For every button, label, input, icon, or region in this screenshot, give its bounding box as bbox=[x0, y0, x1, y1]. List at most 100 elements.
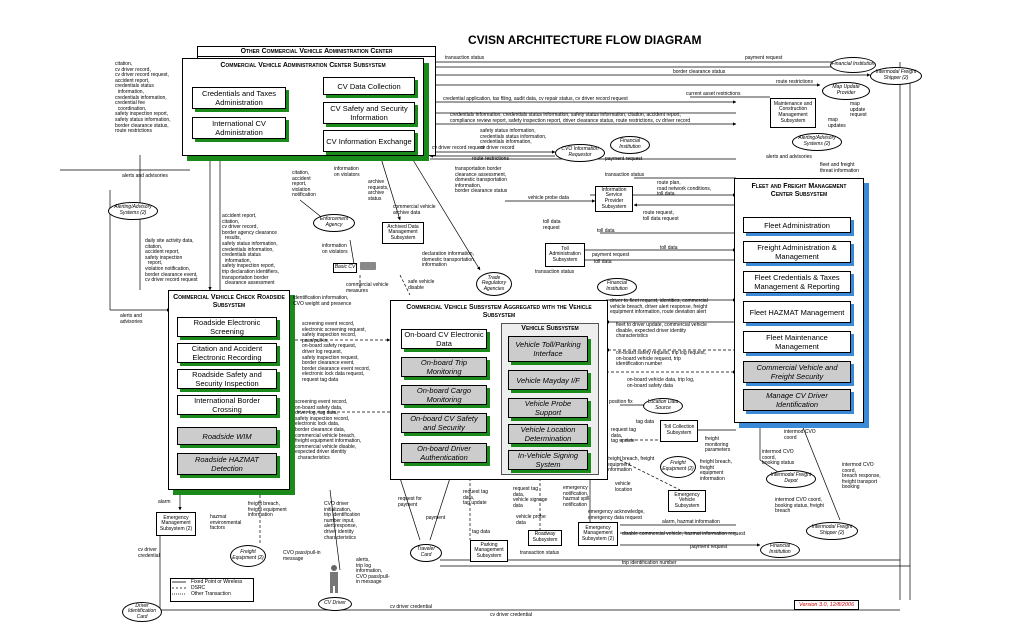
freight-equipment-right: Freight Equipment (2) bbox=[660, 456, 696, 478]
vehicle-subsystem: Vehicle Subsystem Vehicle Toll/Parking I… bbox=[501, 323, 599, 475]
cvac-subsystem: Commercial Vehicle Administration Center… bbox=[182, 58, 424, 156]
lbl-freight-breach: freight breach, freight equipment inform… bbox=[607, 456, 655, 474]
lbl-alarm-hazmat: alarm, hazmat information bbox=[662, 519, 720, 525]
lbl-vehicle-probe-data: vehicle probe data bbox=[528, 195, 569, 201]
border-crossing-box: International Border Crossing bbox=[177, 395, 277, 415]
lbl-route-restrictions: route restrictions bbox=[776, 79, 813, 85]
lbl-safety-status: safety status information, credentials s… bbox=[480, 128, 547, 151]
isp-term: Information Service Provider Subsystem bbox=[595, 186, 633, 212]
onboard-trip-box: On-board Trip Monitoring bbox=[401, 357, 487, 377]
lbl-toll-data2: toll data bbox=[660, 245, 678, 251]
roadside-screening-box: Roadside Electronic Screening bbox=[177, 317, 277, 337]
lbl-vehicle-location: vehicle location bbox=[615, 481, 633, 493]
cvac-title: Commercial Vehicle Administration Center… bbox=[220, 62, 386, 69]
cv-driver-ellipse: CV Driver bbox=[318, 597, 352, 611]
lbl-toll-data3: toll data bbox=[594, 259, 612, 265]
lbl-cv-driver-record-req: cv driver record request bbox=[432, 145, 485, 151]
lbl-payment-request: payment request bbox=[745, 55, 783, 61]
lbl-toll-data: toll data bbox=[597, 228, 615, 234]
vehicle-mayday-box: Vehicle Mayday I/F bbox=[508, 370, 588, 390]
lbl-payment-request2: payment request bbox=[605, 156, 643, 162]
lbl-intermod-cvo: intermod CVO coord bbox=[784, 429, 816, 441]
onboard-electronic-data-box: On-board CV Electronic Data bbox=[401, 329, 487, 349]
lbl-intermod-cvo3: intermod CVO coord, breach response, fre… bbox=[842, 462, 881, 491]
freight-equipment-left: Freight Equipment (2) bbox=[230, 545, 266, 567]
lbl-cv-measures: commercial vehicle measures bbox=[346, 282, 389, 294]
onboard-safety-box: On-board CV Safety and Security bbox=[401, 413, 487, 433]
lbl-transaction-status: transaction status bbox=[445, 55, 485, 61]
lbl-safe-disable: safe vehicle disable bbox=[408, 279, 435, 291]
lbl-alerts-left: alerts and advisories bbox=[122, 173, 168, 179]
lbl-request-payment: request for payment bbox=[398, 496, 422, 508]
parking-mgmt-term: Parking Management Subsystem bbox=[470, 540, 508, 562]
lbl-cred-info: credentials information, credentials sta… bbox=[450, 112, 691, 124]
lbl-alerts-left2: alerts and advisories bbox=[120, 313, 143, 325]
lbl-alerts-trip: alerts, trip log information, CVO pass/p… bbox=[356, 557, 390, 586]
manage-cv-driver-id-box: Manage CV Driver Identification bbox=[743, 389, 851, 411]
lbl-info-violators: information on violators bbox=[334, 166, 360, 178]
lbl-alarm: alarm bbox=[158, 499, 171, 505]
lbl-driver-to-fleet: driver to fleet request, identities, com… bbox=[610, 298, 708, 316]
lbl-cred-app: credential application, tax filing, audi… bbox=[443, 96, 628, 102]
lbl-tag-data: tag data bbox=[636, 419, 655, 425]
fleet-hazmat-box: Fleet HAZMAT Management bbox=[743, 301, 851, 323]
lbl-request-tag: request tag data, tag update bbox=[611, 427, 637, 445]
map-update-provider: Map Update Provider bbox=[822, 82, 870, 100]
lbl-cv-driver-cred2: cv driver credential bbox=[390, 604, 432, 610]
fleet-title: Fleet and Freight Management Center Subs… bbox=[751, 183, 847, 198]
intermodal-depot: Intermodal Freight Depot bbox=[766, 470, 816, 488]
lbl-payment: payment bbox=[426, 515, 446, 521]
vehicle-toll-box: Vehicle Toll/Parking Interface bbox=[508, 336, 588, 362]
cvs-title: Commercial Vehicle Subsystem Aggregated … bbox=[406, 304, 592, 319]
credentials-taxes-box: Credentials and Taxes Administration bbox=[192, 87, 286, 109]
lbl-transaction-status3: transaction status bbox=[535, 269, 575, 275]
toll-admin-term: Toll Administration Subsystem bbox=[545, 243, 585, 267]
vehicle-title: Vehicle Subsystem bbox=[521, 325, 579, 332]
cv-freight-security-box: Commercial Vehicle and Freight Security bbox=[743, 361, 851, 383]
cv-info-exchange-box: CV Information Exchange bbox=[323, 130, 415, 152]
lbl-toll-data-req: toll data request bbox=[543, 219, 561, 231]
lbl-route-plan: route plan, road network conditions, tol… bbox=[657, 180, 712, 198]
lbl-freight-breach2: freight breach, freight equipment inform… bbox=[700, 459, 732, 482]
roadside-wim-box: Roadside WIM bbox=[177, 427, 277, 445]
lbl-tag-data2: tag data bbox=[472, 529, 491, 535]
emergency-vehicle-term: Emergency Vehicle Subsystem bbox=[668, 490, 706, 512]
emergency-mgmt-right-term: Emergency Management Subsystem (2) bbox=[578, 522, 618, 546]
lbl-map-update-req: map update request bbox=[850, 101, 867, 119]
legend-dsrc: DSRC bbox=[191, 585, 206, 591]
legend: Fixed Point or Wireless DSRC Other Trans… bbox=[170, 578, 254, 602]
financial-institution-mid: Financial Institution bbox=[610, 136, 650, 154]
archived-data-term: Archived Data Management Subsystem bbox=[382, 222, 424, 244]
roadside-safety-box: Roadside Safety and Security Inspection bbox=[177, 369, 277, 389]
lbl-onboard-safety: on-board safety request, trip log reques… bbox=[616, 350, 707, 368]
vehicle-probe-box: Vehicle Probe Support bbox=[508, 398, 588, 418]
lbl-hazmat-env: hazmat environmental factors bbox=[210, 514, 242, 532]
maintenance-construction-term: Maintenance and Construction Management … bbox=[770, 98, 816, 128]
intermodal-shipper-top: Intermodal Freight Shipper (2) bbox=[870, 67, 922, 85]
basic-cv-term: Basic CV bbox=[333, 263, 357, 273]
lbl-transaction-status2: transaction status bbox=[605, 172, 645, 178]
cvs-aggregated-subsystem: Commercial Vehicle Subsystem Aggregated … bbox=[390, 300, 608, 480]
financial-institution-top: Financial Institution bbox=[830, 57, 876, 73]
lbl-alerts-right: alerts and advisories bbox=[766, 154, 812, 160]
lbl-info-violators2: information on violators bbox=[322, 243, 348, 255]
roadway-term: Roadway Subsystem bbox=[528, 530, 562, 546]
lbl-current-asset: current asset restrictions bbox=[686, 91, 741, 97]
toll-collection-term: Toll Collection Subsystem bbox=[660, 420, 698, 442]
vehicle-location-box: Vehicle Location Determination bbox=[508, 424, 588, 444]
lbl-citation-acc: citation, accident report, violation not… bbox=[292, 170, 316, 199]
lbl-border-clearance: border clearance status bbox=[673, 69, 726, 75]
onboard-cargo-box: On-board Cargo Monitoring bbox=[401, 385, 487, 405]
legend-fixed: Fixed Point or Wireless bbox=[191, 579, 243, 585]
alerting-advisory-left: Alerting/Advisory Systems (2) bbox=[108, 202, 158, 220]
lbl-request-tag3: request tag data, vehicle signage data bbox=[513, 486, 548, 509]
financial-institution-toll: Financial Institution bbox=[597, 278, 637, 296]
lbl-cv-archive: commercial vehicle archive data bbox=[393, 204, 436, 216]
international-cv-box: International CV Administration bbox=[192, 117, 286, 139]
truck-icon bbox=[360, 262, 376, 270]
diagram-title: CVISN ARCHITECTURE FLOW DIAGRAM bbox=[468, 33, 702, 47]
legend-other: Other Transaction bbox=[191, 591, 231, 597]
cvo-info-requestor: CVO Information Requestor bbox=[555, 144, 605, 162]
lbl-payment-request3: payment request bbox=[592, 252, 630, 258]
emergency-mgmt-left-term: Emergency Management Subsystem (2) bbox=[156, 512, 196, 536]
